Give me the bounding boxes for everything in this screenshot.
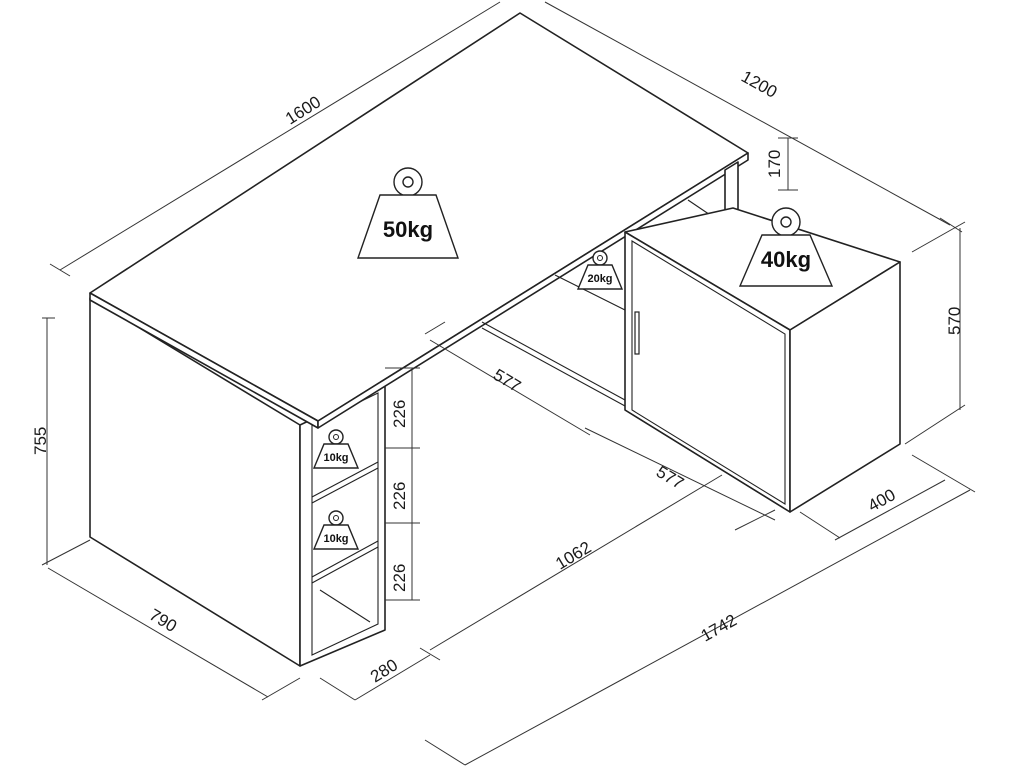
desk-structure [89,12,901,667]
label-226-bottom: 226 [390,564,409,592]
label-170: 170 [765,150,784,178]
shelf-board-2b [311,546,379,584]
shelf-board-1b [311,467,379,504]
label-400: 400 [865,485,899,515]
cabinet-side [789,261,901,513]
svg-text:10kg: 10kg [323,533,348,545]
label-577-lower: 577 [653,462,687,493]
label-755: 755 [31,427,50,455]
weight-icon-10kg-lower: 10kg [312,510,360,550]
weight-icon-40kg: 40kg [738,207,834,287]
svg-text:10kg: 10kg [323,452,348,464]
shelf-board-1 [311,461,379,498]
label-790: 790 [146,605,180,636]
svg-text:40kg: 40kg [761,247,811,272]
cabinet-base [624,409,791,513]
inner-rail-b [481,327,626,407]
label-280: 280 [367,655,401,686]
shelf-board-2 [311,540,379,578]
shelf-bottom-diag [319,589,371,623]
weight-icon-50kg: 50kg [357,167,459,259]
label-226-top: 226 [390,400,409,428]
label-570: 570 [945,307,964,335]
label-226-mid: 226 [390,482,409,510]
weight-icon-10kg-upper: 10kg [312,429,360,469]
label-1600: 1600 [282,92,324,128]
label-577-upper: 577 [490,365,524,396]
cabinet-door [631,240,786,505]
svg-text:50kg: 50kg [383,217,433,242]
svg-text:20kg: 20kg [587,273,612,285]
label-1742: 1742 [698,611,740,646]
dimension-lines [41,1,976,766]
label-1200: 1200 [738,67,780,102]
label-1062: 1062 [552,538,594,574]
weight-icon-20kg: 20kg [576,250,624,290]
cabinet-handle [634,311,640,355]
desktop-edge-side [317,152,749,429]
inner-shelf-line [554,274,626,311]
inner-rail [481,321,626,401]
